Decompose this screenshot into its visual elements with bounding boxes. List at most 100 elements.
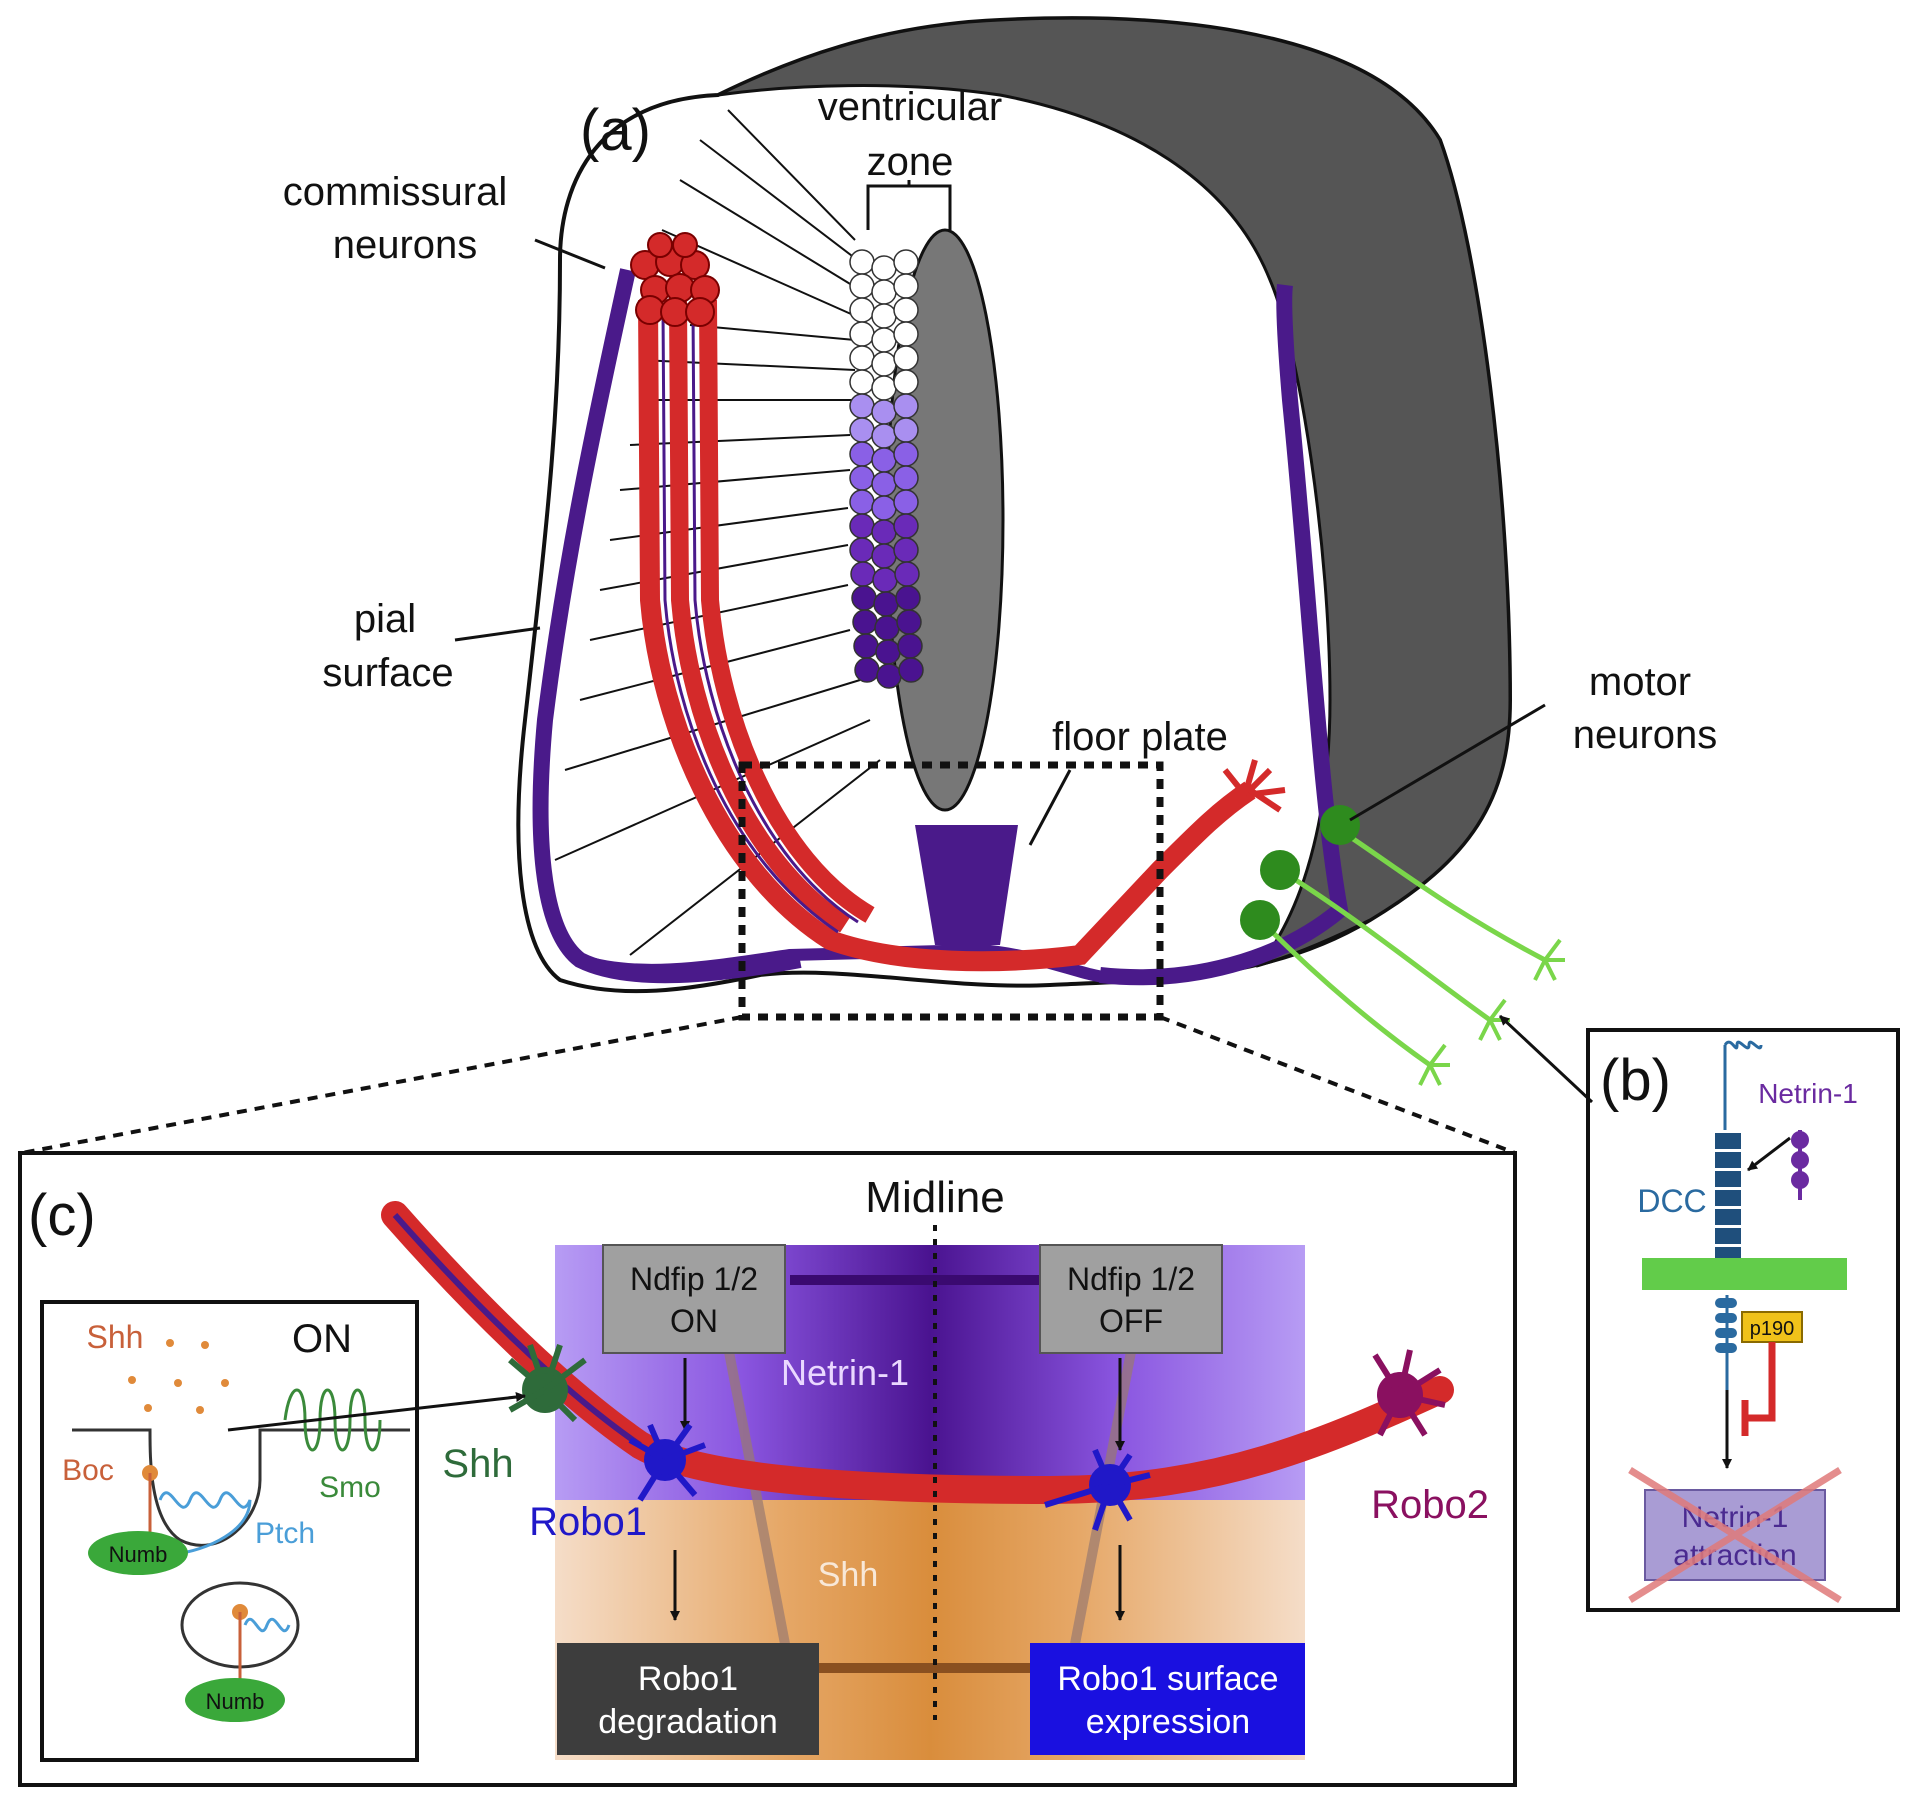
robo2-growth-cone	[1372, 1349, 1446, 1437]
vz-bracket	[866, 180, 952, 230]
label-floor-plate: floor plate	[1052, 715, 1228, 759]
vz-cell	[893, 489, 919, 515]
vz-cell	[871, 255, 897, 281]
panel-c: (c) Netrin-1 Shh Midline Ndfip 1/2 ON Nd…	[18, 1151, 1517, 1787]
numb-label: Numb	[109, 1542, 168, 1567]
pointer-commissural	[534, 238, 606, 270]
label-commissural: commissural	[283, 170, 507, 214]
numb-icon-2	[185, 1678, 285, 1722]
vz-cell	[849, 345, 875, 371]
floor-plate	[915, 825, 1018, 945]
vz-cell	[854, 657, 880, 683]
label-pial: pial	[354, 597, 416, 641]
vz-cell	[871, 279, 897, 305]
degradation-line1: Robo1	[638, 1660, 738, 1698]
vz-cell	[871, 423, 897, 449]
grey-right-tissue	[717, 16, 1512, 968]
inset-on-label: ON	[292, 1317, 352, 1361]
vz-cell	[871, 399, 897, 425]
vz-cell	[893, 417, 919, 443]
pointer-pial	[454, 626, 541, 642]
smo-label: Smo	[319, 1471, 381, 1504]
vz-cell	[875, 639, 901, 665]
vz-cell	[895, 585, 921, 611]
vz-cell	[893, 393, 919, 419]
blocked-cross-icon	[1628, 1467, 1842, 1603]
vz-cell	[893, 465, 919, 491]
vesicle-ptch-icon	[243, 1617, 291, 1633]
vz-cell	[897, 633, 923, 659]
label-neurons: neurons	[333, 223, 478, 267]
vz-cell	[871, 351, 897, 377]
vz-cell	[871, 495, 897, 521]
robo2-label: Robo2	[1371, 1483, 1489, 1527]
p190-inhibition	[1741, 1342, 1776, 1436]
robo1-growth-cone-left	[628, 1423, 707, 1502]
netrin-label: Netrin-1	[1758, 1078, 1858, 1109]
zoom-box	[738, 761, 1164, 1021]
vz-cell	[871, 543, 897, 569]
vz-cell	[871, 375, 897, 401]
vz-cell	[850, 561, 876, 587]
vz-cell	[893, 513, 919, 539]
vz-cell	[873, 591, 899, 617]
commissural-axon-c-core	[392, 1213, 642, 1448]
ndfip-off-box	[1039, 1244, 1223, 1354]
vz-cell	[849, 297, 875, 323]
label-motor-neurons: neurons	[1573, 713, 1718, 757]
surface-line2: expression	[1086, 1703, 1250, 1741]
degradation-line2: degradation	[598, 1703, 778, 1741]
vz-cell	[893, 369, 919, 395]
vz-cell	[849, 417, 875, 443]
panel-a: (a) ventricular zone commissural neurons…	[21, 16, 1718, 1155]
vz-cell	[893, 537, 919, 563]
vz-cell	[853, 633, 879, 659]
robo1-growth-cone-right	[1044, 1448, 1151, 1531]
netrin-molecule	[1791, 1130, 1809, 1200]
vz-cell	[851, 585, 877, 611]
label-zone: zone	[867, 140, 954, 184]
shh-signaling-inset: Shh ON Smo Boc Ptch Numb	[40, 1300, 419, 1762]
vz-cell	[893, 249, 919, 275]
vz-cell	[893, 321, 919, 347]
zoom-line-left	[21, 1015, 743, 1155]
netrin-binding-arrow	[1747, 1136, 1791, 1172]
cell-membrane	[1642, 1258, 1847, 1290]
ndfip-on-box	[602, 1244, 786, 1354]
dcc-label: DCC	[1637, 1183, 1706, 1219]
vz-cell	[871, 327, 897, 353]
numb-label-2: Numb	[206, 1689, 265, 1714]
vz-cell	[872, 567, 898, 593]
pointer-motor	[1349, 703, 1546, 822]
surface-line1: Robo1 surface	[1057, 1660, 1278, 1698]
vz-cell	[894, 561, 920, 587]
vz-cell	[871, 519, 897, 545]
boc-label: Boc	[62, 1454, 114, 1487]
shh-growth-cone-label: Shh	[442, 1442, 513, 1486]
p190-label: p190	[1750, 1318, 1795, 1340]
label-motor: motor	[1589, 660, 1691, 704]
netrin-zone-label: Netrin-1	[781, 1352, 909, 1393]
vz-cell	[871, 303, 897, 329]
zoom-line-right	[1159, 1015, 1516, 1155]
ndfip-on-line1: Ndfip 1/2	[630, 1261, 758, 1297]
vz-cell	[893, 345, 919, 371]
commissural-neuron-cluster	[630, 232, 720, 327]
pial-surface-right	[1099, 283, 1349, 986]
vz-cell	[849, 465, 875, 491]
netrin-attraction-line1: Netrin-1	[1682, 1501, 1789, 1534]
vz-cell	[849, 321, 875, 347]
inset-membrane	[72, 1428, 410, 1547]
vz-cell	[893, 441, 919, 467]
panel-b-tag: (b)	[1600, 1048, 1671, 1113]
vz-cell	[849, 489, 875, 515]
vz-cell	[898, 657, 924, 683]
dcc-receptor	[1715, 1133, 1741, 1263]
robo1-degradation-box	[557, 1643, 819, 1755]
numb-icon	[88, 1531, 188, 1575]
vz-cell	[871, 447, 897, 473]
vz-cell	[893, 273, 919, 299]
vz-cell	[874, 615, 900, 641]
